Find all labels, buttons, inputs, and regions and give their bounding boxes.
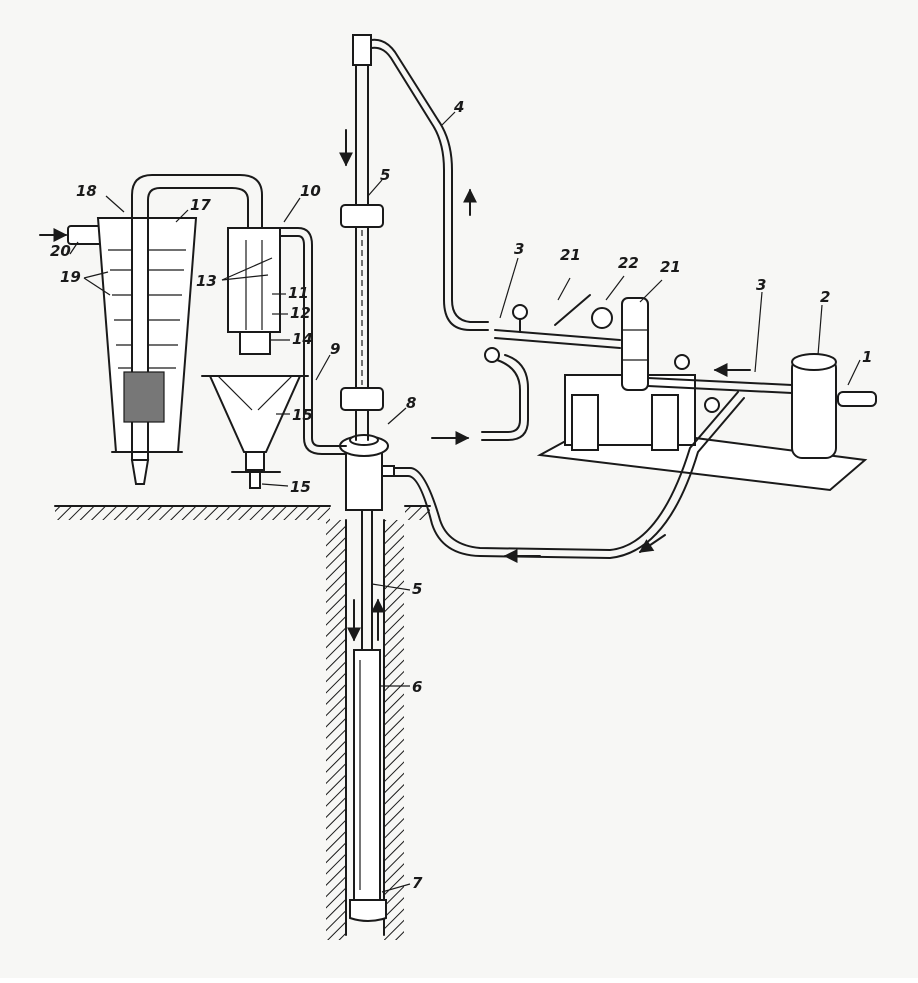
label-12: 12: [290, 304, 311, 322]
flush-line: [393, 391, 745, 563]
label-14: 14: [292, 330, 313, 348]
separator: [39, 217, 198, 485]
label-20: 20: [50, 242, 71, 260]
borehole: [326, 519, 404, 940]
label-17: 17: [190, 196, 211, 214]
label-6: 6: [412, 678, 422, 696]
label-10: 10: [300, 182, 321, 200]
label-7: 7: [412, 874, 423, 892]
label-21-cylinder: 21: [660, 258, 681, 276]
label-15-valve: 15: [290, 478, 311, 496]
label-4: 4: [453, 98, 464, 116]
label-8: 8: [406, 394, 416, 412]
label-22: 22: [618, 254, 639, 272]
label-3-left: 3: [514, 240, 524, 258]
leader-lines: [69, 111, 861, 893]
label-15-cone: 15: [292, 406, 313, 424]
label-18: 18: [76, 182, 97, 200]
drill-string: [339, 34, 384, 441]
wellhead: [339, 434, 395, 511]
label-19: 19: [60, 268, 81, 286]
part-labels: 1 2 3 3 4 5 5 6 7 8 9 10 11 12 13 14 15 …: [50, 98, 872, 892]
label-13: 13: [196, 272, 217, 290]
crossover-pipe: [131, 174, 263, 229]
label-21-valve: 21: [560, 246, 581, 264]
ground-surface: [54, 505, 431, 520]
drill-pipe-downhole: [347, 509, 385, 651]
compressor-unit: [484, 294, 877, 492]
label-11: 11: [288, 284, 309, 302]
label-3-right: 3: [756, 276, 766, 294]
core-tube: [353, 649, 381, 901]
label-9: 9: [330, 340, 340, 358]
label-2: 2: [820, 288, 830, 306]
drill-bit: [349, 899, 387, 922]
pressure-hose: [370, 38, 489, 331]
label-5-upper: 5: [380, 166, 390, 184]
label-5-lower: 5: [412, 580, 422, 598]
cyclone: [201, 227, 309, 489]
label-1: 1: [862, 348, 872, 366]
return-hose: [279, 227, 347, 455]
water-hose: [431, 354, 529, 445]
